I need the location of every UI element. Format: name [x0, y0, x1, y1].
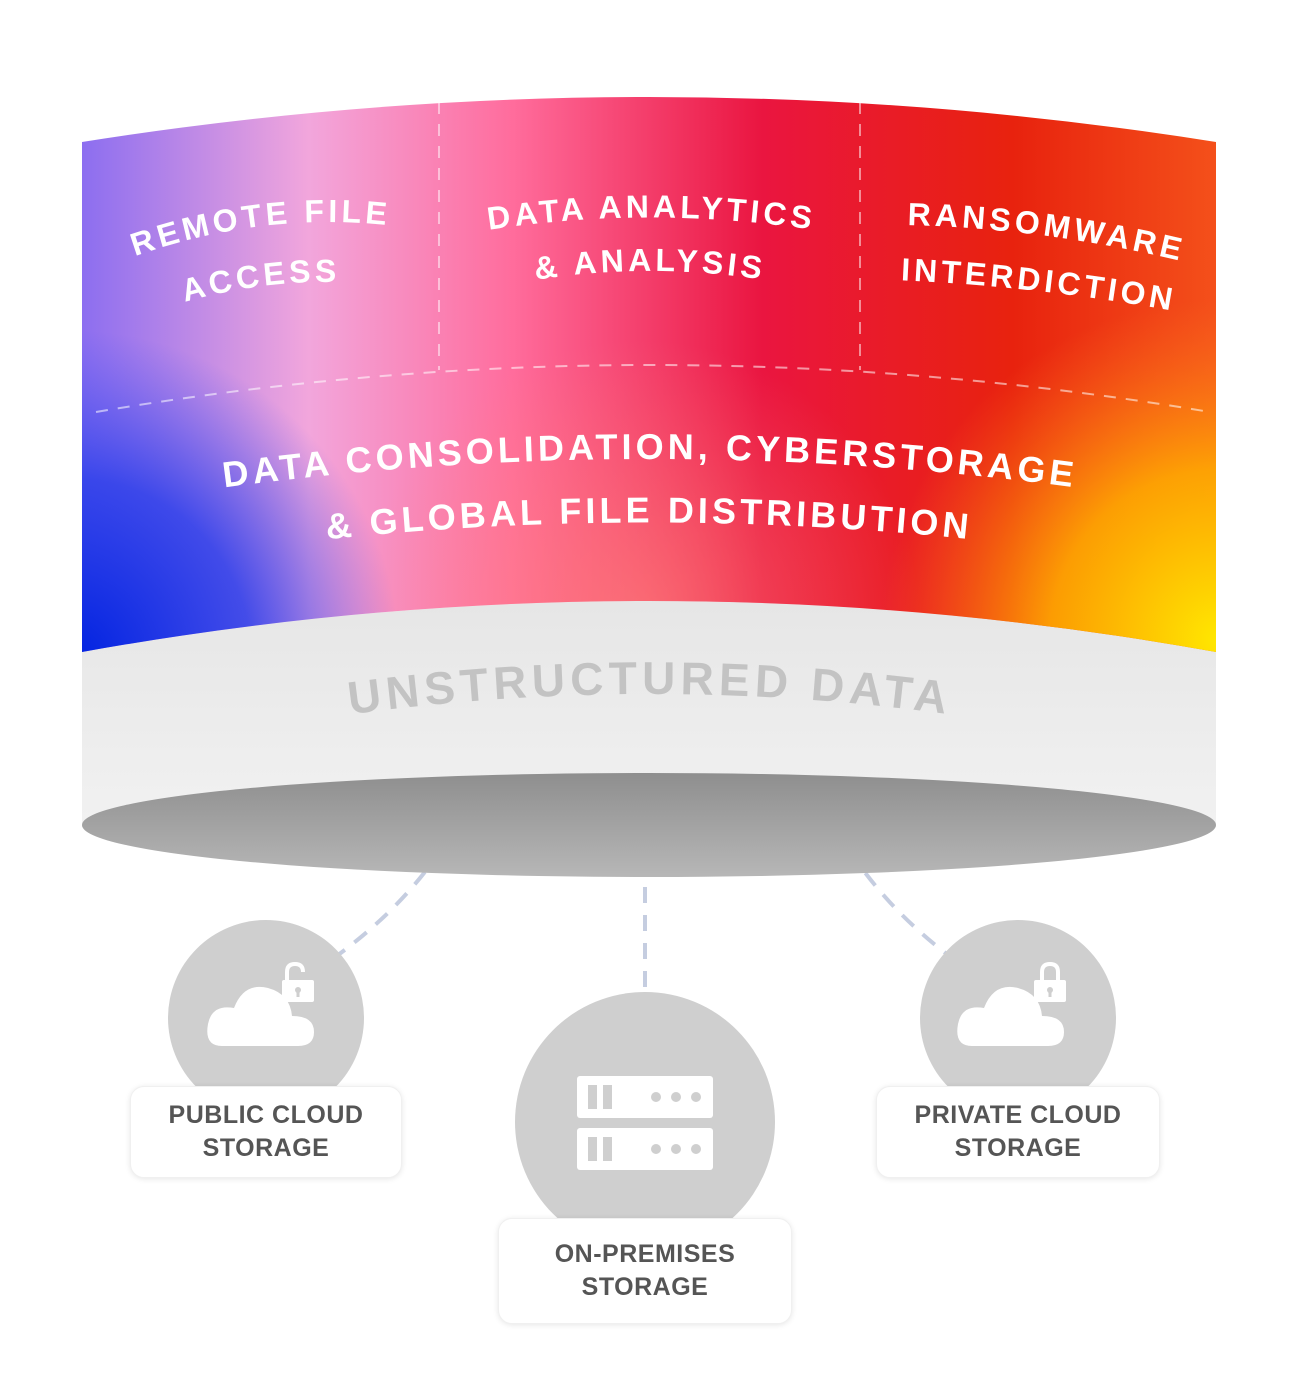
public-cloud-storage-label: PUBLIC CLOUD STORAGE	[130, 1086, 402, 1178]
connector-private-cloud	[810, 774, 950, 957]
private-cloud-line1: PRIVATE CLOUD	[914, 1101, 1122, 1129]
on-premises-line1: ON-PREMISES	[554, 1240, 736, 1268]
private-cloud-storage-label: PRIVATE CLOUD STORAGE	[876, 1086, 1160, 1178]
unstructured-data-band	[82, 601, 1216, 826]
on-premises-storage-label: ON-PREMISES STORAGE	[498, 1218, 792, 1324]
cloud-locked-icon	[957, 961, 1066, 1046]
public-cloud-line2: STORAGE	[202, 1134, 330, 1162]
cylinder-bottom-rim	[82, 773, 1216, 877]
on-premises-line2: STORAGE	[581, 1273, 709, 1301]
section-divider-curve	[95, 364, 1211, 413]
cloud-unlocked-icon	[207, 961, 314, 1046]
private-cloud-line2: STORAGE	[954, 1134, 1082, 1162]
cylinder-gradient-body	[82, 97, 1216, 652]
on-premises-circle	[515, 992, 775, 1252]
server-rack-icon	[577, 1076, 713, 1170]
public-cloud-line1: PUBLIC CLOUD	[168, 1101, 364, 1129]
